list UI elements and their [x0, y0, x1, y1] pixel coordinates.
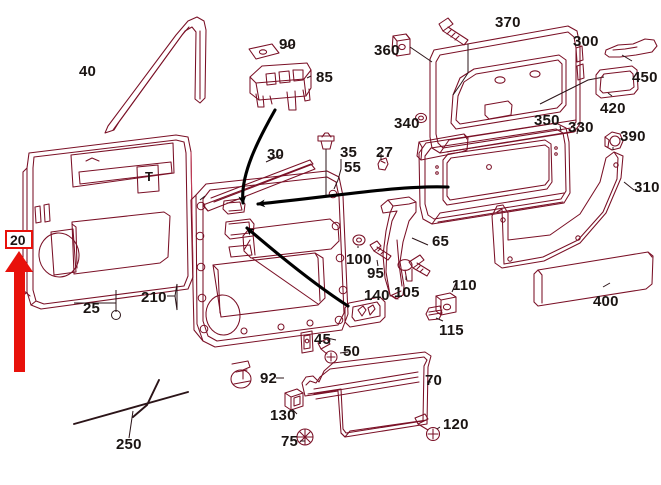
highlight-callout-20[interactable]: 20	[5, 230, 33, 249]
callout-65: 65	[432, 233, 450, 250]
callout-390: 390	[620, 128, 646, 145]
callout-310: 310	[634, 179, 660, 196]
callout-92: 92	[260, 370, 278, 387]
callout-300: 300	[573, 33, 599, 50]
red-pointer-arrow	[5, 251, 33, 372]
callout-140: 140	[364, 287, 390, 304]
callout-350: 350	[534, 112, 560, 129]
callout-30: 30	[267, 146, 285, 163]
callout-250: 250	[116, 436, 142, 453]
arrow-85-to-panel	[238, 108, 277, 205]
callout-35: 35	[340, 144, 358, 161]
callout-50: 50	[343, 343, 361, 360]
callout-105: 105	[394, 284, 420, 301]
callout-100: 100	[346, 251, 372, 268]
callout-330: 330	[568, 119, 594, 136]
callout-75: 75	[281, 433, 299, 450]
callout-370: 370	[495, 14, 521, 31]
panel-marking-t: T	[145, 169, 154, 184]
callout-110: 110	[452, 277, 477, 294]
callout-45: 45	[314, 331, 332, 348]
arrow-to-handle-recess	[256, 185, 450, 208]
callout-360: 360	[374, 42, 400, 59]
callout-130: 130	[270, 407, 296, 424]
callout-27: 27	[376, 144, 394, 161]
callout-340: 340	[394, 115, 420, 132]
callout-210: 210	[141, 289, 167, 306]
callout-40: 40	[79, 63, 97, 80]
callout-450: 450	[632, 69, 658, 86]
callout-90: 90	[279, 36, 297, 53]
callout-85: 85	[316, 69, 334, 86]
callout-25: 25	[83, 300, 101, 317]
callout-95: 95	[367, 265, 385, 282]
callout-420: 420	[600, 100, 626, 117]
callout-70: 70	[425, 372, 443, 389]
arrow-140-to-panel	[245, 226, 350, 308]
callout-400: 400	[593, 293, 619, 310]
callout-55: 55	[344, 159, 362, 176]
callout-115: 115	[439, 322, 464, 339]
callout-120: 120	[443, 416, 469, 433]
